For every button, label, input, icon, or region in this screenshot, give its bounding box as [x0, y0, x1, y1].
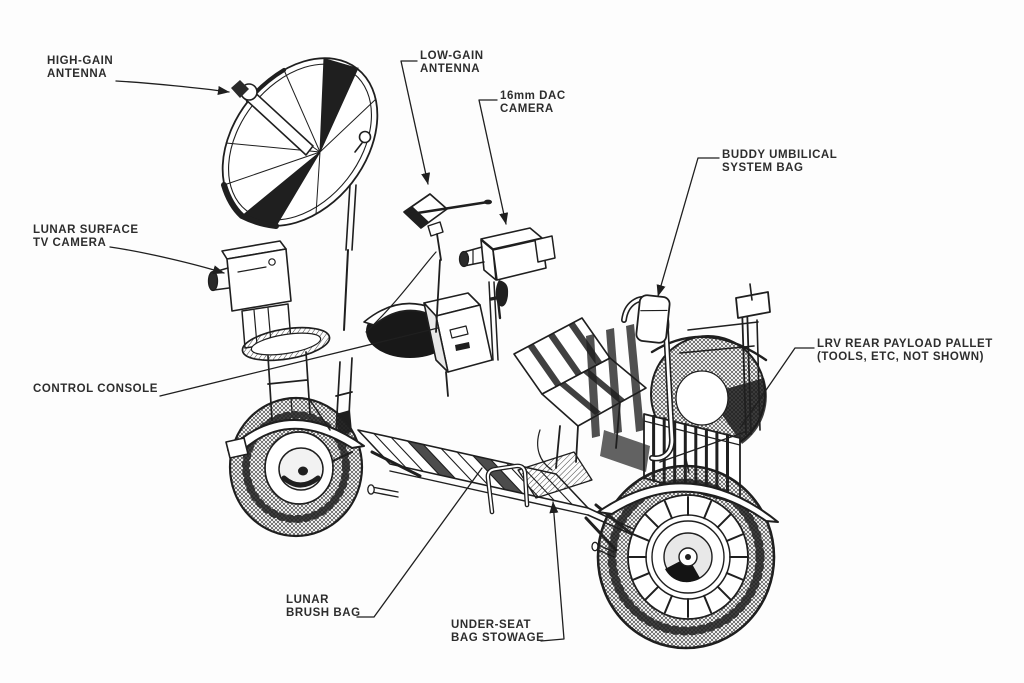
label-text: ANTENNA — [47, 68, 108, 80]
label-text: TV CAMERA — [33, 237, 107, 249]
label-text: UNDER-SEAT — [451, 619, 532, 631]
label-text: CAMERA — [500, 103, 554, 115]
label-underseat-stowage: UNDER-SEAT BAG STOWAGE — [451, 619, 544, 645]
label-text: LRV REAR PAYLOAD PALLET — [817, 338, 993, 350]
seats-drawing — [485, 294, 675, 515]
label-text: LUNAR SURFACE — [33, 224, 139, 236]
buddy-umbilical-bag-drawing — [635, 294, 671, 344]
label-text: LOW-GAIN — [420, 50, 484, 62]
label-text: BAG STOWAGE — [451, 632, 545, 644]
label-low-gain-antenna: LOW-GAIN ANTENNA — [420, 50, 484, 76]
rear-left-wheel-drawing — [596, 458, 779, 650]
label-text: BUDDY UMBILICAL — [722, 149, 838, 161]
label-buddy-umbilical: BUDDY UMBILICAL SYSTEM BAG — [722, 149, 837, 175]
leader-lines — [109, 60, 815, 642]
low-gain-antenna-drawing — [365, 193, 492, 333]
label-text: HIGH-GAIN — [47, 55, 114, 67]
label-text: BRUSH BAG — [286, 607, 361, 619]
label-high-gain-antenna: HIGH-GAIN ANTENNA — [47, 55, 113, 81]
label-text: ANTENNA — [420, 63, 481, 75]
label-text: CONTROL CONSOLE — [33, 383, 158, 395]
label-text: LUNAR — [286, 594, 329, 606]
control-console-drawing — [423, 292, 508, 397]
label-text: (TOOLS, ETC, NOT SHOWN) — [817, 351, 985, 363]
label-dac-camera: 16mm DAC CAMERA — [500, 90, 566, 116]
label-control-console: CONTROL CONSOLE — [33, 383, 158, 396]
tv-camera-drawing — [207, 240, 331, 431]
label-text: SYSTEM BAG — [722, 162, 804, 174]
dac-camera-drawing — [458, 227, 556, 361]
label-text: 16mm DAC — [500, 90, 566, 102]
label-brush-bag: LUNAR BRUSH BAG — [286, 594, 361, 620]
label-tv-camera: LUNAR SURFACE TV CAMERA — [33, 224, 139, 250]
high-gain-antenna-drawing — [221, 57, 379, 331]
front-left-wheel-drawing — [225, 396, 365, 538]
label-rear-pallet: LRV REAR PAYLOAD PALLET (TOOLS, ETC, NOT… — [817, 338, 993, 364]
